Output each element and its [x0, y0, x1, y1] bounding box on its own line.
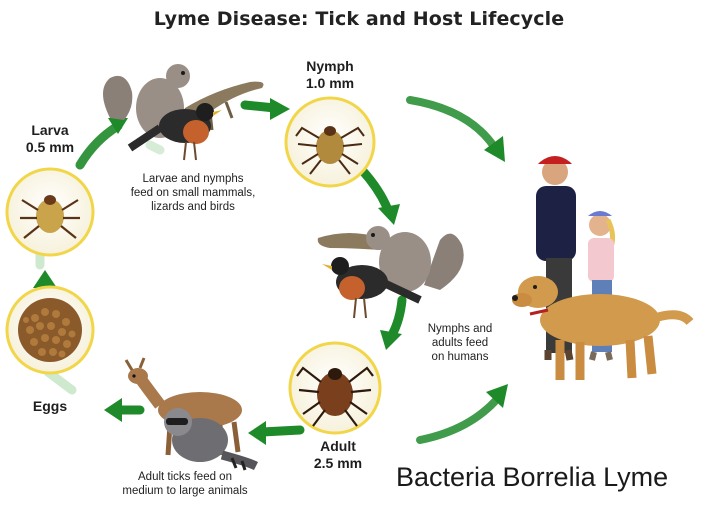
caption-bacteria: Bacteria Borrelia Lyme — [396, 462, 668, 493]
adult-size: 2.5 mm — [306, 455, 370, 472]
eggs-circle — [7, 287, 93, 373]
adult-label: Adult 2.5 mm — [306, 438, 370, 472]
humans-group — [512, 156, 690, 380]
larva-label: Larva 0.5 mm — [18, 122, 82, 156]
small-hosts-middle — [318, 226, 464, 318]
arrow-nymph-to-humans — [410, 100, 495, 148]
larva-name: Larva — [18, 122, 82, 139]
arrow-adult-to-humans — [420, 398, 498, 440]
arrow-adult-to-animals — [262, 430, 300, 432]
egg-cluster-icon — [18, 298, 82, 362]
arrow-nymph-to-hosts — [362, 170, 388, 210]
large-hosts — [126, 358, 256, 470]
small-hosts-top — [103, 64, 264, 160]
arrow-larva-to-hosts — [80, 126, 118, 165]
adult-circle — [290, 343, 380, 433]
larva-circle — [7, 169, 93, 255]
note-small-hosts: Larvae and nymphs feed on small mammals,… — [118, 172, 268, 214]
eggs-name: Eggs — [18, 398, 82, 415]
nymph-label: Nymph 1.0 mm — [298, 58, 362, 92]
arrow-hosts-to-adult — [392, 300, 402, 335]
note-large-hosts: Adult ticks feed on medium to large anim… — [110, 470, 260, 498]
nymph-name: Nymph — [298, 58, 362, 75]
adult-name: Adult — [306, 438, 370, 455]
nymph-size: 1.0 mm — [298, 75, 362, 92]
larva-size: 0.5 mm — [18, 139, 82, 156]
nymph-circle — [286, 98, 374, 186]
note-humans: Nymphs and adults feed on humans — [420, 322, 500, 364]
eggs-label: Eggs — [18, 398, 82, 415]
